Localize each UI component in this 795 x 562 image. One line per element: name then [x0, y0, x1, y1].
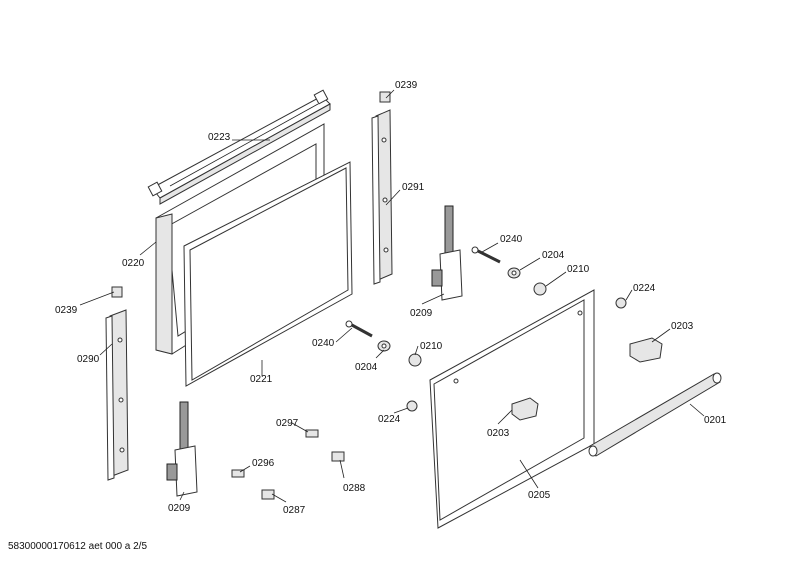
part-0204-washer-lower — [377, 340, 391, 352]
label-0209-upper: 0209 — [410, 308, 433, 319]
label-0291: 0291 — [402, 182, 425, 193]
label-0203-right: 0203 — [671, 321, 694, 332]
label-0205: 0205 — [528, 490, 551, 501]
part-0209-hinge-lower — [166, 401, 198, 497]
part-0291-right-rail — [371, 109, 393, 285]
document-footer-code: 58300000170612 aet 000 a 2/5 — [8, 541, 148, 552]
label-0239-top: 0239 — [395, 80, 418, 91]
part-0204-washer-upper — [507, 267, 521, 279]
label-0210-upper: 0210 — [567, 264, 590, 275]
label-0297: 0297 — [276, 418, 299, 429]
part-0239-clip-top — [379, 91, 391, 103]
label-0240-lower: 0240 — [312, 338, 335, 349]
part-0288-bracket — [331, 451, 345, 462]
part-0210-cap-upper — [533, 282, 547, 296]
part-0203-support-right — [629, 337, 663, 363]
part-0203-support-door — [511, 397, 539, 421]
label-0224-right: 0224 — [633, 283, 656, 294]
label-0296: 0296 — [252, 458, 275, 469]
part-0224-buffer-right — [615, 297, 627, 309]
label-0220: 0220 — [122, 258, 145, 269]
label-0240-upper: 0240 — [500, 234, 523, 245]
part-0223-top-frame — [147, 89, 331, 205]
label-0204-upper: 0204 — [542, 250, 565, 261]
part-0209-hinge-upper — [431, 205, 463, 301]
label-0290: 0290 — [77, 354, 100, 365]
part-0210-cap-lower — [408, 353, 422, 367]
label-0204-lower: 0204 — [355, 362, 378, 373]
leader-lines — [79, 89, 705, 503]
label-0221: 0221 — [250, 374, 273, 385]
part-0297-bracket — [305, 429, 319, 438]
label-0288: 0288 — [343, 483, 366, 494]
label-0203-door: 0203 — [487, 428, 510, 439]
part-0296-bracket — [231, 469, 245, 478]
label-0209-lower: 0209 — [168, 503, 191, 514]
part-0221-glass-pane — [183, 161, 353, 387]
part-0290-left-rail — [105, 309, 129, 481]
label-0224-lower: 0224 — [378, 414, 401, 425]
label-0210-lower: 0210 — [420, 341, 443, 352]
part-0239-clip-left — [111, 286, 123, 298]
label-0201: 0201 — [704, 415, 727, 426]
part-0287-bracket — [261, 489, 275, 500]
label-0239-left: 0239 — [55, 305, 78, 316]
label-0287: 0287 — [283, 505, 306, 516]
part-0240-screw-lower — [345, 320, 373, 338]
part-0201-handle-bar — [588, 372, 722, 457]
part-0224-buffer-lower — [406, 400, 418, 412]
label-0223: 0223 — [208, 132, 231, 143]
part-0240-screw-upper — [471, 246, 501, 264]
